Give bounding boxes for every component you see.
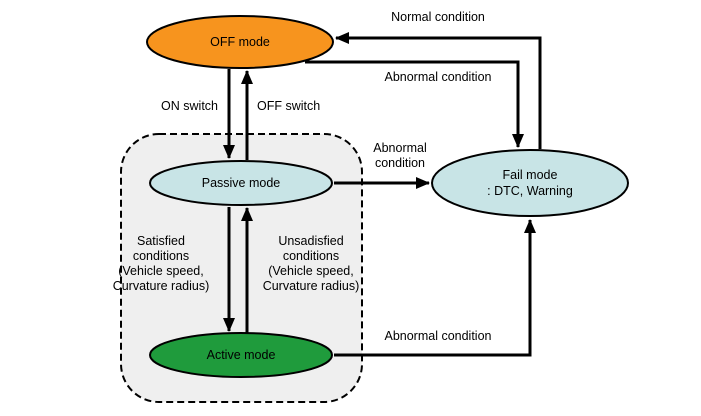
- arrow-off-to-fail: [305, 60, 524, 148]
- abnormal-condition-active-label: Abnormal condition: [384, 329, 492, 343]
- off-switch-label: OFF switch: [257, 99, 321, 113]
- active-mode-node: [149, 332, 333, 378]
- normal-condition-label: Normal condition: [391, 10, 485, 24]
- satisfied-conditions-label: Satisfied conditions (Vehicle speed, Cur…: [112, 234, 210, 293]
- passive-mode-node: [149, 160, 333, 206]
- arrow-fail-to-off: [335, 32, 542, 149]
- abnormal-condition-top-label: Abnormal condition: [384, 70, 492, 84]
- fail-mode-label: Fail mode : DTC, Warning: [487, 168, 573, 198]
- passive-mode-label: Passive mode: [201, 176, 281, 190]
- unsatisfied-conditions-label: Unsadisfied conditions (Vehicle speed, C…: [262, 234, 360, 293]
- on-switch-label: ON switch: [161, 99, 218, 113]
- fail-mode-node: [431, 149, 629, 217]
- abnormal-condition-passive-label: Abnormal condition: [373, 141, 427, 170]
- active-mode-label: Active mode: [206, 348, 276, 362]
- operational-modes-container: [120, 133, 363, 403]
- off-mode-node: [146, 15, 334, 69]
- arrow-active-to-fail: [334, 219, 536, 357]
- off-mode-label: OFF mode: [210, 35, 270, 49]
